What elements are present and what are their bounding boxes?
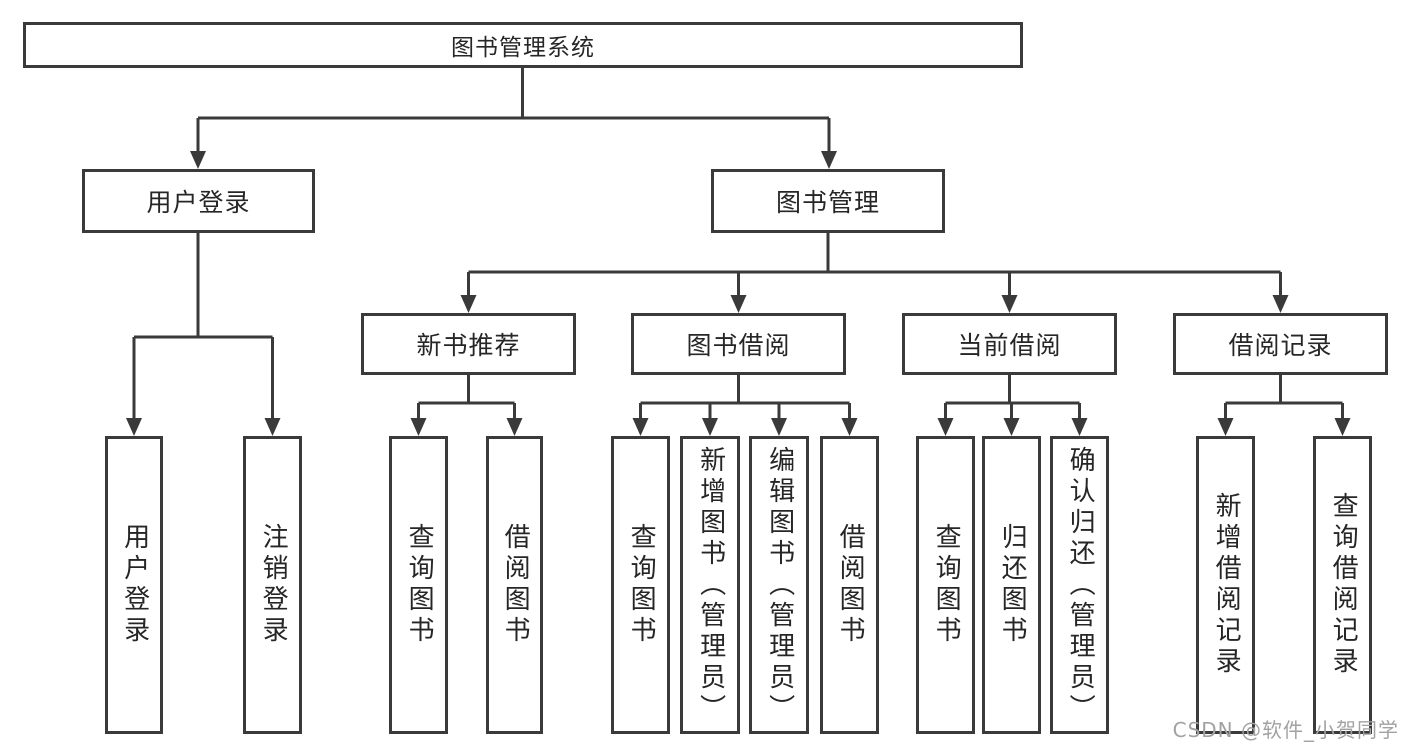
arrow-down-icon	[1217, 418, 1234, 436]
node-leaf-bb-edit-books-admin: 编辑图书（管理员）	[749, 436, 809, 734]
node-leaf-nbr-borrow-books: 借阅图书	[486, 436, 543, 734]
node-leaf-logout: 注销登录	[243, 436, 302, 734]
node-leaf-br-query-record-label: 查询借阅记录	[1328, 492, 1359, 678]
node-borrowing-records: 借阅记录	[1173, 313, 1388, 375]
arrow-down-icon	[821, 151, 837, 169]
node-leaf-bb-query-books: 查询图书	[611, 436, 670, 734]
node-leaf-cb-return-books: 归还图书	[982, 436, 1041, 734]
arrow-down-icon	[506, 418, 523, 436]
node-root-label: 图书管理系统	[451, 35, 595, 61]
node-leaf-bb-edit-books-admin-label: 编辑图书（管理员）	[764, 445, 795, 725]
node-leaf-bb-borrow-books-label: 借阅图书	[835, 523, 866, 647]
node-user-login-label: 用户登录	[146, 188, 251, 217]
arrow-down-icon	[460, 295, 477, 313]
node-leaf-user-login: 用户登录	[105, 436, 163, 734]
node-leaf-cb-query-books-label: 查询图书	[931, 523, 962, 647]
node-leaf-user-login-label: 用户登录	[119, 523, 150, 647]
node-leaf-bb-query-books-label: 查询图书	[626, 523, 657, 647]
node-leaf-nbr-query-books: 查询图书	[389, 436, 448, 734]
node-leaf-bb-borrow-books: 借阅图书	[820, 436, 879, 734]
node-leaf-cb-confirm-return-admin-label: 确认归还（管理员）	[1065, 445, 1096, 725]
node-leaf-bb-add-books-admin-label: 新增图书（管理员）	[695, 445, 726, 725]
node-leaf-br-add-record-label: 新增借阅记录	[1211, 492, 1242, 678]
csdn-watermark: CSDN @软件_小贺同学	[1172, 718, 1399, 742]
arrow-down-icon	[264, 418, 281, 436]
node-root: 图书管理系统	[23, 22, 1023, 68]
node-leaf-br-query-record: 查询借阅记录	[1313, 436, 1372, 734]
edge-lines	[132, 68, 1344, 421]
arrow-down-icon	[702, 418, 718, 436]
arrow-down-icon	[190, 151, 206, 169]
node-new-book-recommend: 新书推荐	[361, 313, 576, 375]
arrow-down-icon	[1071, 418, 1088, 436]
arrow-down-icon	[841, 418, 858, 436]
node-book-management-label: 图书管理	[775, 188, 880, 217]
node-book-management: 图书管理	[711, 169, 945, 233]
node-user-login: 用户登录	[82, 169, 315, 233]
arrow-down-icon	[1003, 418, 1020, 436]
arrow-down-icon	[937, 418, 954, 436]
node-new-book-recommend-label: 新书推荐	[416, 331, 521, 360]
node-leaf-cb-confirm-return-admin: 确认归还（管理员）	[1050, 436, 1109, 734]
node-book-borrowing: 图书借阅	[631, 313, 846, 375]
node-leaf-bb-add-books-admin: 新增图书（管理员）	[680, 436, 740, 734]
arrow-down-icon	[1001, 295, 1018, 313]
node-current-borrowing: 当前借阅	[902, 313, 1117, 375]
node-leaf-cb-return-books-label: 归还图书	[997, 523, 1028, 647]
arrow-down-icon	[1272, 295, 1289, 313]
node-leaf-br-add-record: 新增借阅记录	[1196, 436, 1255, 734]
arrow-down-icon	[632, 418, 649, 436]
arrow-down-icon	[730, 295, 747, 313]
node-leaf-cb-query-books: 查询图书	[916, 436, 975, 734]
arrowhead-icons	[126, 151, 1351, 436]
arrow-down-icon	[410, 418, 427, 436]
node-leaf-nbr-query-books-label: 查询图书	[404, 523, 435, 647]
arrow-down-icon	[1334, 418, 1351, 436]
node-leaf-logout-label: 注销登录	[258, 523, 289, 647]
arrow-down-icon	[771, 418, 787, 436]
node-book-borrowing-label: 图书借阅	[686, 331, 791, 360]
node-current-borrowing-label: 当前借阅	[957, 331, 1062, 360]
node-borrowing-records-label: 借阅记录	[1228, 331, 1333, 360]
arrow-down-icon	[126, 418, 142, 436]
node-leaf-nbr-borrow-books-label: 借阅图书	[500, 523, 531, 647]
